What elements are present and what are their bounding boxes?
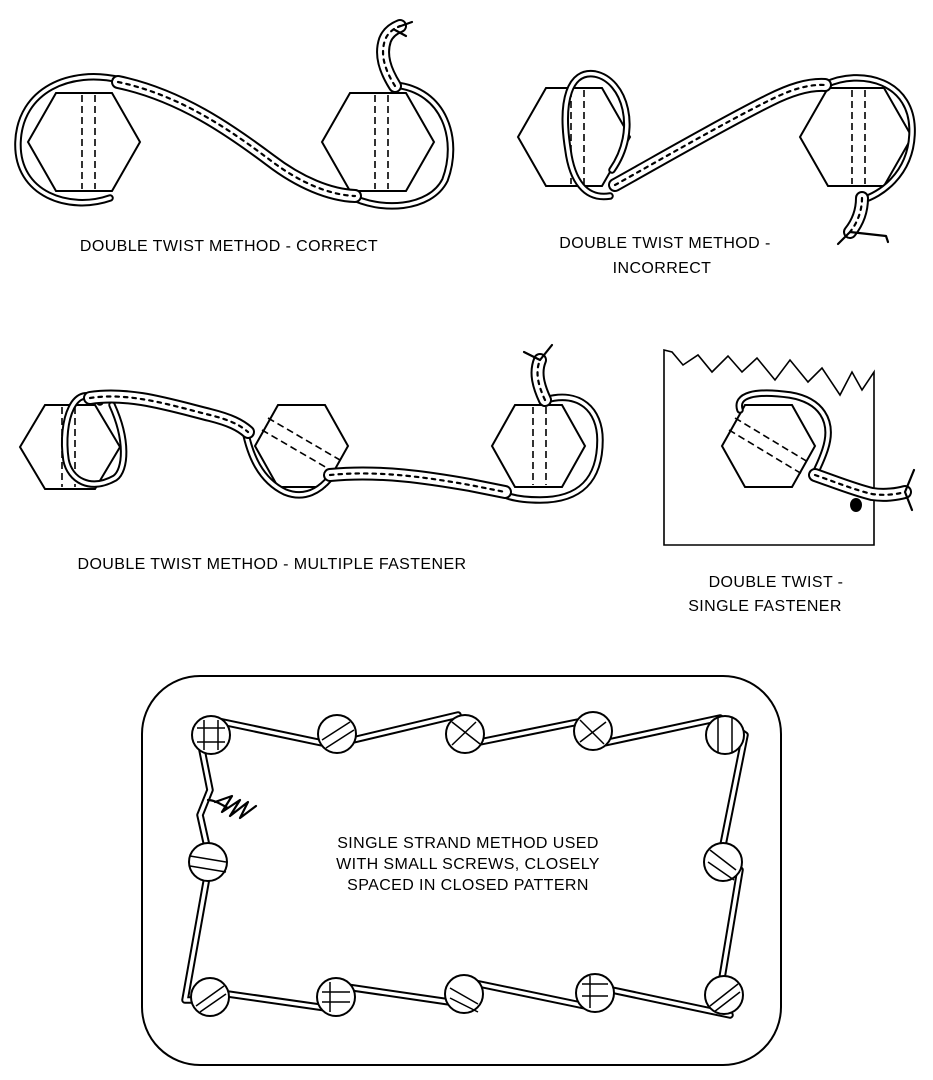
screw-left-middle [188,842,228,882]
screw-top-2 [317,714,357,754]
single-twisted-wire [808,468,916,512]
single-bolt-head [720,404,817,488]
screw-top-3 [445,714,485,754]
screw-bottom-4 [575,973,615,1013]
screw-top-5 [705,715,745,755]
incorrect-right-bolt-head [798,87,914,187]
incorrect-wire-loop-right [821,74,916,204]
label-incorrect-line2: INCORRECT [613,260,712,277]
correct-wire-loop-right [346,81,455,210]
incorrect-wire-loop-left [561,69,631,201]
single-panel-frame [663,348,875,546]
single-strand-frame [141,675,782,1066]
incorrect-left-bolt-head [516,87,632,187]
correct-pigtail [376,19,414,93]
screw-bottom-3 [444,974,484,1014]
screw-bottom-1 [190,977,230,1017]
single-wire-loop [735,389,832,479]
correct-twisted-wire [111,75,362,203]
label-single-line2: SINGLE FASTENER [688,598,842,615]
panel-single [663,348,916,546]
screw-top-1 [191,715,231,755]
multiple-twisted-wire-1 [83,389,255,439]
screw-top-4 [573,711,613,751]
correct-wire-loop-left [14,73,124,207]
panel-single-strand [141,675,782,1066]
label-single-line1: DOUBLE TWIST - [709,574,844,591]
screw-bottom-5 [704,975,744,1015]
label-multiple: DOUBLE TWIST METHOD - MULTIPLE FASTENER [78,556,467,573]
screw-bottom-2 [316,977,356,1017]
screw-right-middle [703,842,743,882]
label-single-strand-line2: WITH SMALL SCREWS, CLOSELY [336,856,600,873]
correct-left-bolt-head [26,92,142,192]
multiple-twisted-wire-2 [323,466,512,499]
single-strand-pigtail [206,794,258,820]
multiple-bolt-head-3 [490,404,587,488]
panel-multiple [18,343,604,504]
label-incorrect-line1: DOUBLE TWIST METHOD - [559,235,770,252]
panel-correct [14,19,455,210]
incorrect-twisted-wire [608,77,832,192]
incorrect-pigtail [836,191,890,246]
multiple-bolt-head-2 [253,404,350,488]
multiple-pigtail [522,343,554,407]
label-single-strand-line1: SINGLE STRAND METHOD USED [337,835,599,852]
label-correct: DOUBLE TWIST METHOD - CORRECT [80,238,378,255]
multiple-wire-loops [60,392,604,504]
label-single-strand-line3: SPACED IN CLOSED PATTERN [347,877,589,894]
panel-incorrect [516,69,916,246]
correct-right-bolt-head [320,92,436,192]
